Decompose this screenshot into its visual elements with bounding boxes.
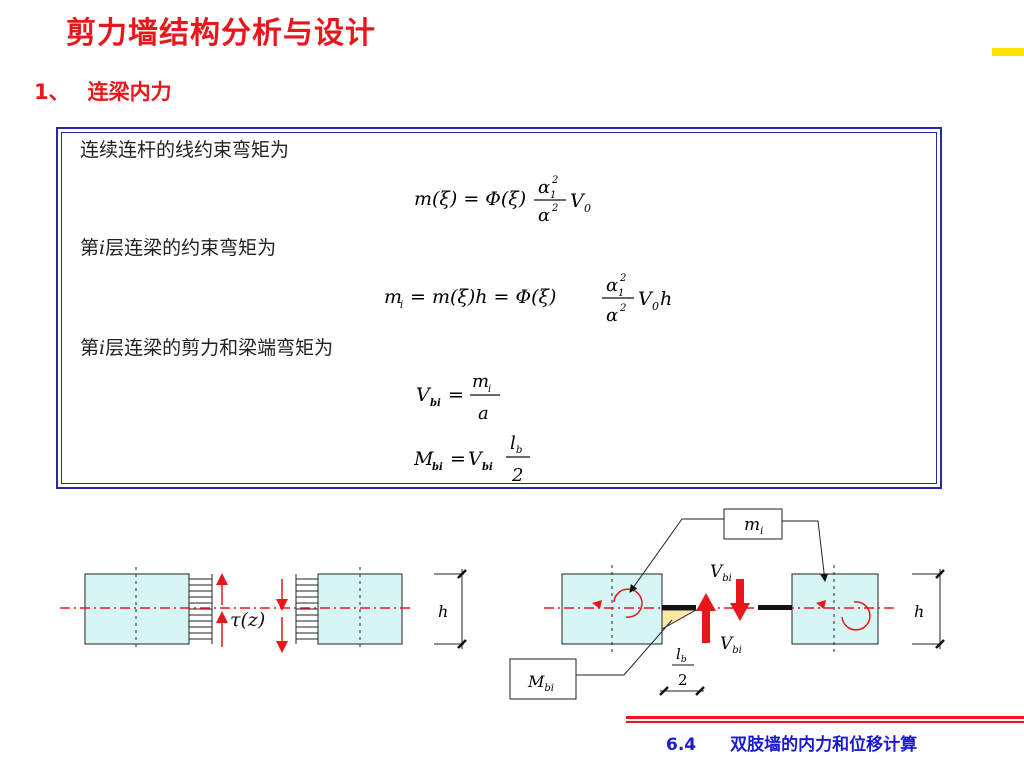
equation-mi: m i = m(ξ)h = Φ(ξ) α 1 2 α 2 V 0 h: [384, 265, 684, 327]
svg-text:α: α: [538, 177, 550, 198]
equation-mi-svg: m i = m(ξ)h = Φ(ξ) α 1 2 α 2 V 0 h: [384, 273, 672, 326]
h-tick-top: [457, 569, 467, 579]
v-label-top: Vbi: [710, 562, 732, 584]
mi-label-box: [723, 508, 783, 540]
h2-tick-top: [935, 569, 945, 579]
shear-arrow-up-shaft: [702, 609, 710, 643]
text-line-1: 连续连杆的线约束弯矩为: [80, 139, 290, 161]
text-line-3-suffix: 层连梁的剪力和梁端弯矩为: [105, 337, 334, 359]
link-beam-left: [662, 605, 696, 610]
svg-text:m(ξ) = Φ(ξ): m(ξ) = Φ(ξ): [414, 188, 526, 210]
wall-pier-left: [84, 573, 190, 645]
lb-denominator: 2: [678, 671, 688, 689]
equation-mbi-svg: M bi = V bi l b 2: [413, 433, 530, 486]
lb-numerator: lb: [676, 645, 687, 665]
svg-text:1: 1: [550, 190, 556, 201]
svg-text:bi: bi: [432, 462, 443, 473]
text-line-3-prefix: 第: [80, 337, 100, 359]
moment-arrowhead-left: [592, 600, 602, 609]
equation-mbi: M bi = V bi l b 2: [413, 425, 564, 486]
shear-arrow-down-shaft: [736, 579, 744, 605]
mi-leader-left: [629, 518, 724, 593]
mbi-label-box: [509, 658, 577, 700]
moment-diagram-triangle: [661, 609, 698, 630]
h-tick-bottom: [457, 639, 467, 649]
text-line-2-prefix: 第: [80, 237, 100, 259]
text-line-2-var: i: [99, 237, 106, 259]
footer: 6.4 双肢墙的内力和位移计算: [666, 730, 917, 755]
text-line-2-suffix: 层连梁的约束弯矩为: [105, 237, 277, 259]
svg-text:2: 2: [619, 273, 626, 284]
page-title: 剪力墙结构分析与设计: [66, 16, 376, 51]
svg-text:V: V: [468, 448, 484, 470]
mbi-label: Mbi: [527, 672, 554, 694]
formula-box: 连续连杆的线约束弯矩为 m(ξ) = Φ(ξ) α 1 2 α 2 V 0 第i…: [56, 127, 942, 489]
moment-arc-left: [613, 588, 643, 618]
moment-arc-right: [841, 601, 871, 631]
svg-text:0: 0: [584, 202, 591, 215]
svg-text:2: 2: [551, 203, 558, 214]
svg-text:2: 2: [619, 303, 626, 314]
svg-text:l: l: [510, 433, 516, 454]
svg-text:2: 2: [511, 465, 523, 485]
shear-arrow-down-head: [730, 603, 750, 621]
link-beam-right: [758, 605, 792, 610]
svg-text:M: M: [414, 448, 434, 470]
svg-text:m: m: [472, 371, 489, 392]
v-label-bottom: Vbi: [720, 634, 742, 656]
right-diagram: Vbi Vbi mi Mbi lb 2 h: [509, 508, 945, 700]
svg-text:h: h: [660, 288, 672, 310]
svg-text:b: b: [516, 445, 522, 456]
equation-m-xi: m(ξ) = Φ(ξ) α 1 2 α 2 V 0: [414, 167, 634, 227]
svg-text:i: i: [400, 300, 403, 311]
mi-leader-right: [782, 520, 829, 582]
svg-text:i: i: [488, 384, 491, 395]
shear-hatch-right: [295, 574, 318, 644]
footer-rule-2: [626, 721, 1024, 723]
svg-text:α: α: [606, 275, 618, 296]
svg-text:V: V: [416, 384, 432, 406]
section-number: 1、: [34, 80, 70, 104]
section-heading: 1、连梁内力: [34, 76, 172, 106]
svg-text:=: =: [448, 384, 464, 406]
shear-hatch-left: [189, 574, 213, 644]
svg-text:V: V: [638, 288, 654, 310]
svg-text:a: a: [478, 403, 489, 424]
text-line-3-var: i: [99, 337, 106, 359]
mi-label: mi: [744, 515, 763, 537]
text-line-2: 第i层连梁的约束弯矩为: [80, 233, 276, 260]
svg-text:= m(ξ)h = Φ(ξ): = m(ξ)h = Φ(ξ): [410, 286, 556, 308]
equation-m-xi-svg: m(ξ) = Φ(ξ) α 1 2 α 2 V 0: [414, 175, 591, 226]
svg-text:α: α: [538, 205, 550, 226]
footer-rule-1: [626, 716, 1024, 719]
svg-text:V: V: [570, 190, 586, 212]
moment-arrowhead-right: [816, 600, 826, 609]
h-label-left: h: [438, 602, 448, 621]
footer-section-title: 双肢墙的内力和位移计算: [730, 735, 918, 755]
text-line-3: 第i层连梁的剪力和梁端弯矩为: [80, 333, 333, 360]
svg-text:2: 2: [551, 175, 558, 186]
svg-text:1: 1: [618, 288, 624, 299]
svg-text:m: m: [384, 286, 402, 308]
left-diagram: τ(z) h: [60, 567, 467, 653]
wall-pier-2: [791, 573, 879, 645]
svg-text:bi: bi: [482, 462, 493, 473]
mbi-leader: [576, 619, 673, 676]
shear-arrow-up-head: [696, 593, 716, 611]
tau-label: τ(z): [230, 609, 265, 631]
section-label: 连梁内力: [87, 80, 172, 104]
equation-vbi: V bi = m i a: [416, 365, 546, 425]
accent-bar: [992, 48, 1024, 56]
svg-text:bi: bi: [430, 398, 441, 409]
svg-text:0: 0: [652, 300, 659, 313]
h2-tick-bottom: [935, 639, 945, 649]
lb-tick-left: [659, 686, 669, 696]
h-label-right: h: [914, 602, 924, 621]
footer-section-number: 6.4: [666, 735, 697, 755]
equation-vbi-svg: V bi = m i a: [416, 371, 500, 424]
lb-tick-right: [695, 686, 705, 696]
svg-text:=: =: [450, 448, 466, 470]
svg-text:α: α: [606, 305, 618, 326]
